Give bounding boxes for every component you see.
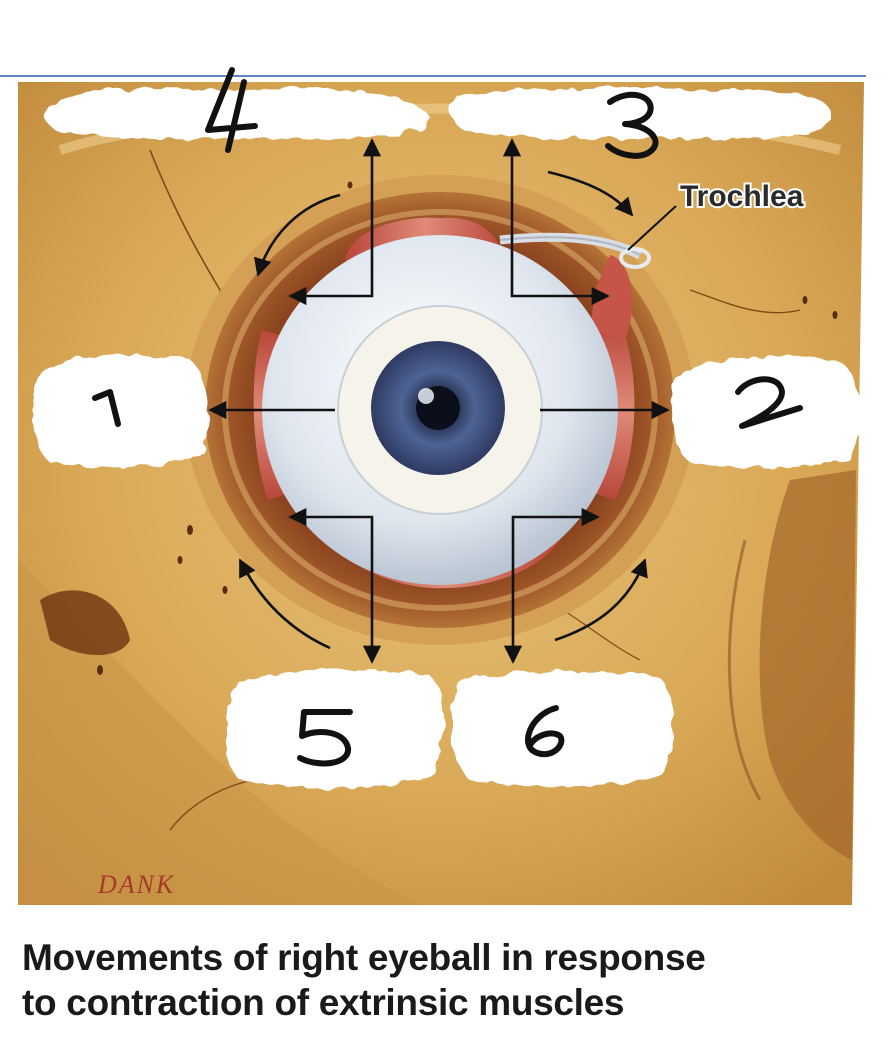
eye-highlight: [418, 388, 434, 404]
number-3-mark: [605, 91, 659, 159]
caption-line-2: to contraction of extrinsic muscles: [22, 982, 625, 1023]
label-blobs: [32, 87, 860, 788]
number-6-mark: [525, 705, 565, 757]
number-2-mark: [735, 376, 803, 429]
eyeball: [262, 235, 618, 585]
caption-line-1: Movements of right eyeball in response: [22, 937, 706, 978]
number-5-mark: [297, 709, 353, 767]
handwritten-numbers: [92, 67, 803, 767]
figure-caption: Movements of right eyeball in response t…: [22, 935, 882, 1025]
trochlea-structure: [619, 247, 651, 269]
trochlea-label: Trochlea: [680, 180, 804, 213]
movement-arrows: [208, 138, 677, 664]
artist-signature: DANK: [97, 870, 175, 899]
number-1-mark: [92, 389, 121, 427]
number-4-mark: [205, 67, 258, 153]
